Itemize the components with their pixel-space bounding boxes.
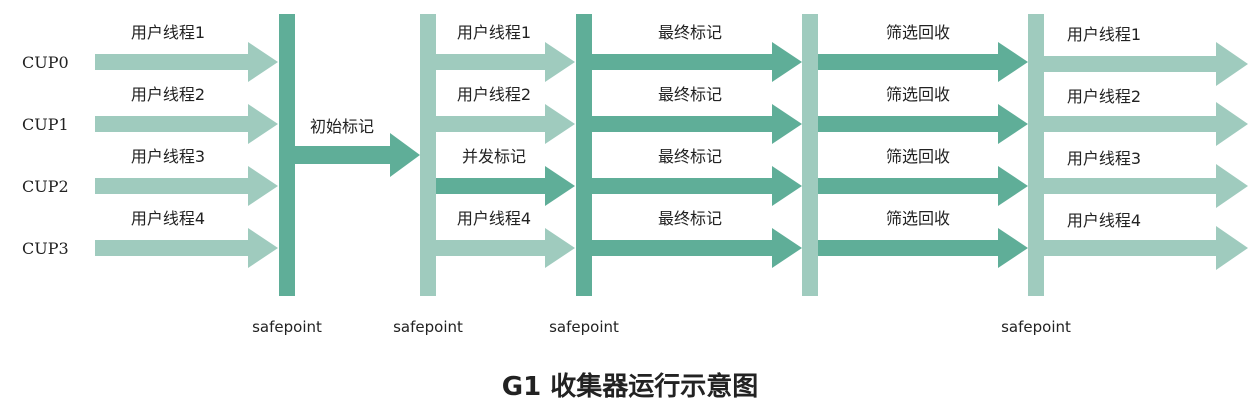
stage4-label: 最终标记	[658, 209, 722, 228]
cpu-labels: CUP0 CUP1 CUP2 CUP3	[22, 53, 69, 258]
diagram-caption: G1 收集器运行示意图	[501, 372, 759, 402]
arrow-cpu1-stage1	[95, 104, 278, 144]
stage1-thread-label: 用户线程3	[131, 147, 205, 166]
arrow-cpu0-stage6	[1044, 42, 1248, 86]
arrow-cpu3-stage5	[818, 228, 1028, 268]
arrow-cpu3-stage6	[1044, 226, 1248, 270]
safepoint-label: safepoint	[549, 318, 619, 336]
stage6-thread-label: 用户线程4	[1067, 211, 1141, 230]
stage-user-threads-2: 用户线程1 用户线程2 用户线程3 用户线程4	[1044, 25, 1248, 270]
safepoint-bar-1	[279, 14, 295, 296]
safepoint-bar-5	[1028, 14, 1044, 296]
initial-mark-label: 初始标记	[310, 117, 374, 136]
stage3-label: 并发标记	[462, 147, 526, 166]
stage3-label: 用户线程4	[457, 209, 531, 228]
arrow-cpu3-stage4	[592, 228, 802, 268]
stage-bar-4	[802, 14, 818, 296]
cpu-label: CUP0	[22, 53, 69, 72]
safepoint-labels: safepoint safepoint safepoint safepoint	[252, 318, 1071, 336]
arrow-cpu0-stage4	[592, 42, 802, 82]
arrow-cpu2-stage1	[95, 166, 278, 206]
arrow-cpu2-stage5	[818, 166, 1028, 206]
arrow-cpu0-stage5	[818, 42, 1028, 82]
safepoint-label: safepoint	[252, 318, 322, 336]
safepoint-bar-2	[420, 14, 436, 296]
stage5-label: 筛选回收	[886, 23, 950, 42]
stage6-thread-label: 用户线程1	[1067, 25, 1141, 44]
arrow-cpu1-stage5	[818, 104, 1028, 144]
cpu-label: CUP2	[22, 177, 69, 196]
stage3-label: 用户线程1	[457, 23, 531, 42]
arrow-cpu1-stage6	[1044, 102, 1248, 146]
stage1-thread-label: 用户线程1	[131, 23, 205, 42]
safepoint-bar-3	[576, 14, 592, 296]
cpu-label: CUP3	[22, 239, 69, 258]
stage-final-mark: 最终标记 最终标记 最终标记 最终标记	[592, 23, 802, 268]
arrow-cpu2-stage3	[436, 166, 575, 206]
stage4-label: 最终标记	[658, 23, 722, 42]
cpu-label: CUP1	[22, 115, 69, 134]
arrow-cpu2-stage6	[1044, 164, 1248, 208]
stage6-thread-label: 用户线程2	[1067, 87, 1141, 106]
safepoint-label: safepoint	[1001, 318, 1071, 336]
stage5-label: 筛选回收	[886, 85, 950, 104]
arrow-cpu3-stage3	[436, 228, 575, 268]
stage6-thread-label: 用户线程3	[1067, 149, 1141, 168]
stage5-label: 筛选回收	[886, 147, 950, 166]
arrow-cpu1-stage4	[592, 104, 802, 144]
stage-cleanup: 筛选回收 筛选回收 筛选回收 筛选回收	[818, 23, 1028, 268]
arrow-cpu2-stage4	[592, 166, 802, 206]
stage1-thread-label: 用户线程2	[131, 85, 205, 104]
arrow-cpu1-stage3	[436, 104, 575, 144]
stage4-label: 最终标记	[658, 147, 722, 166]
stage4-label: 最终标记	[658, 85, 722, 104]
arrow-cpu3-stage1	[95, 228, 278, 268]
arrow-initial-mark	[295, 133, 420, 177]
arrow-cpu0-stage1	[95, 42, 278, 82]
stage5-label: 筛选回收	[886, 209, 950, 228]
stage1-thread-label: 用户线程4	[131, 209, 205, 228]
stage-user-threads-1: 用户线程1 用户线程2 用户线程3 用户线程4	[95, 23, 278, 268]
stage-concurrent-mark: 用户线程1 用户线程2 并发标记 用户线程4	[436, 23, 575, 268]
safepoint-label: safepoint	[393, 318, 463, 336]
arrow-cpu0-stage3	[436, 42, 575, 82]
stage3-label: 用户线程2	[457, 85, 531, 104]
